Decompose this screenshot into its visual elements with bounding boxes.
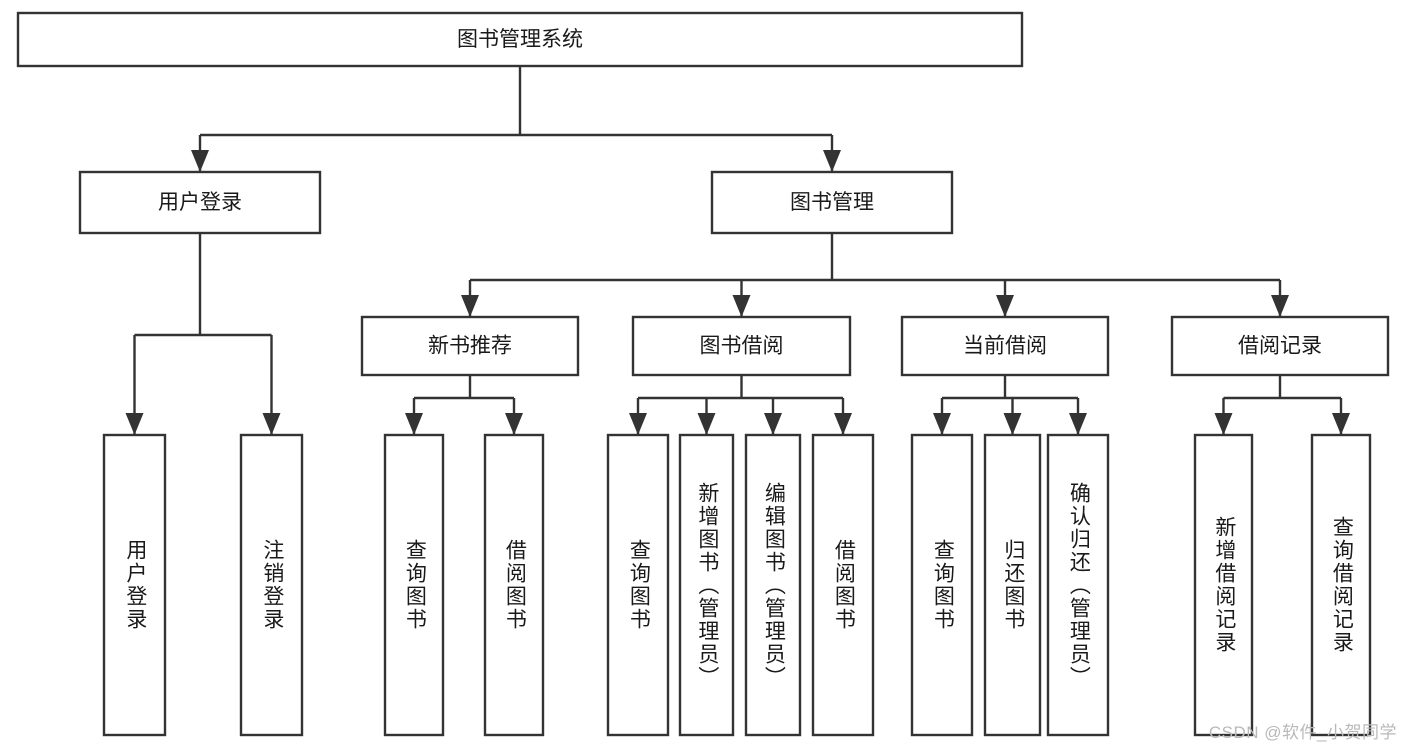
arrow-head-new-book-rec bbox=[461, 295, 479, 317]
node-label-book-manage: 图书管理 bbox=[790, 191, 874, 214]
node-box-leaf-user-login[interactable] bbox=[102, 433, 167, 737]
node-box-leaf-add-record[interactable] bbox=[1193, 433, 1254, 737]
arrow-head-leaf-confirm-return bbox=[1069, 413, 1087, 435]
node-label-current-borrow: 当前借阅 bbox=[963, 335, 1047, 358]
node-label-user-login: 用户登录 bbox=[158, 191, 242, 214]
node-box-leaf-query-book-1[interactable] bbox=[383, 433, 445, 737]
arrow-head-leaf-logout bbox=[262, 413, 281, 435]
node-box-current-borrow[interactable] bbox=[900, 315, 1110, 377]
node-label-root: 图书管理系统 bbox=[457, 28, 583, 51]
arrow-head-leaf-borrow-book-1 bbox=[505, 413, 523, 435]
node-box-leaf-edit-book[interactable] bbox=[744, 433, 802, 737]
node-box-leaf-confirm-return[interactable] bbox=[1046, 433, 1110, 737]
arrow-head-leaf-return-book bbox=[1003, 413, 1022, 435]
node-box-leaf-borrow-book-2[interactable] bbox=[811, 433, 875, 737]
node-box-leaf-return-book[interactable] bbox=[983, 433, 1042, 737]
arrow-head-current-borrow bbox=[996, 295, 1014, 317]
node-box-leaf-query-record[interactable] bbox=[1310, 433, 1372, 737]
arrow-head-book-manage bbox=[823, 150, 841, 172]
connector-layer bbox=[125, 66, 1350, 435]
arrow-head-borrow-record bbox=[1271, 295, 1289, 317]
arrow-head-leaf-query-record bbox=[1332, 413, 1350, 435]
node-label-book-borrow: 图书借阅 bbox=[700, 335, 784, 358]
arrow-head-leaf-edit-book bbox=[764, 413, 782, 435]
node-box-book-manage[interactable] bbox=[710, 170, 954, 235]
arrow-head-leaf-add-book bbox=[697, 413, 716, 435]
arrow-head-book-borrow bbox=[732, 295, 751, 317]
node-label-new-book-rec: 新书推荐 bbox=[428, 335, 512, 358]
node-box-new-book-rec[interactable] bbox=[360, 315, 580, 377]
node-box-leaf-add-book[interactable] bbox=[678, 433, 735, 737]
arrow-head-leaf-add-record bbox=[1214, 413, 1233, 435]
arrow-head-user-login bbox=[191, 150, 209, 172]
node-box-borrow-record[interactable] bbox=[1170, 315, 1390, 377]
node-box-root[interactable] bbox=[16, 11, 1024, 68]
node-box-leaf-logout[interactable] bbox=[239, 433, 304, 737]
arrow-head-leaf-query-book-3 bbox=[933, 413, 951, 435]
watermark-text: CSDN @软件_小贺同学 bbox=[1208, 723, 1397, 742]
node-box-leaf-query-book-3[interactable] bbox=[910, 433, 974, 737]
node-box-book-borrow[interactable] bbox=[631, 315, 852, 377]
node-box-leaf-borrow-book-1[interactable] bbox=[483, 433, 545, 737]
node-box-leaf-query-book-2[interactable] bbox=[606, 433, 670, 737]
node-box-user-login[interactable] bbox=[78, 170, 322, 235]
arrow-head-leaf-borrow-book-2 bbox=[834, 413, 852, 435]
node-box-layer bbox=[16, 11, 1390, 737]
node-label-borrow-record: 借阅记录 bbox=[1238, 335, 1322, 358]
arrow-head-leaf-query-book-1 bbox=[405, 413, 423, 435]
arrow-head-leaf-user-login bbox=[125, 413, 144, 435]
arrow-head-leaf-query-book-2 bbox=[629, 413, 647, 435]
